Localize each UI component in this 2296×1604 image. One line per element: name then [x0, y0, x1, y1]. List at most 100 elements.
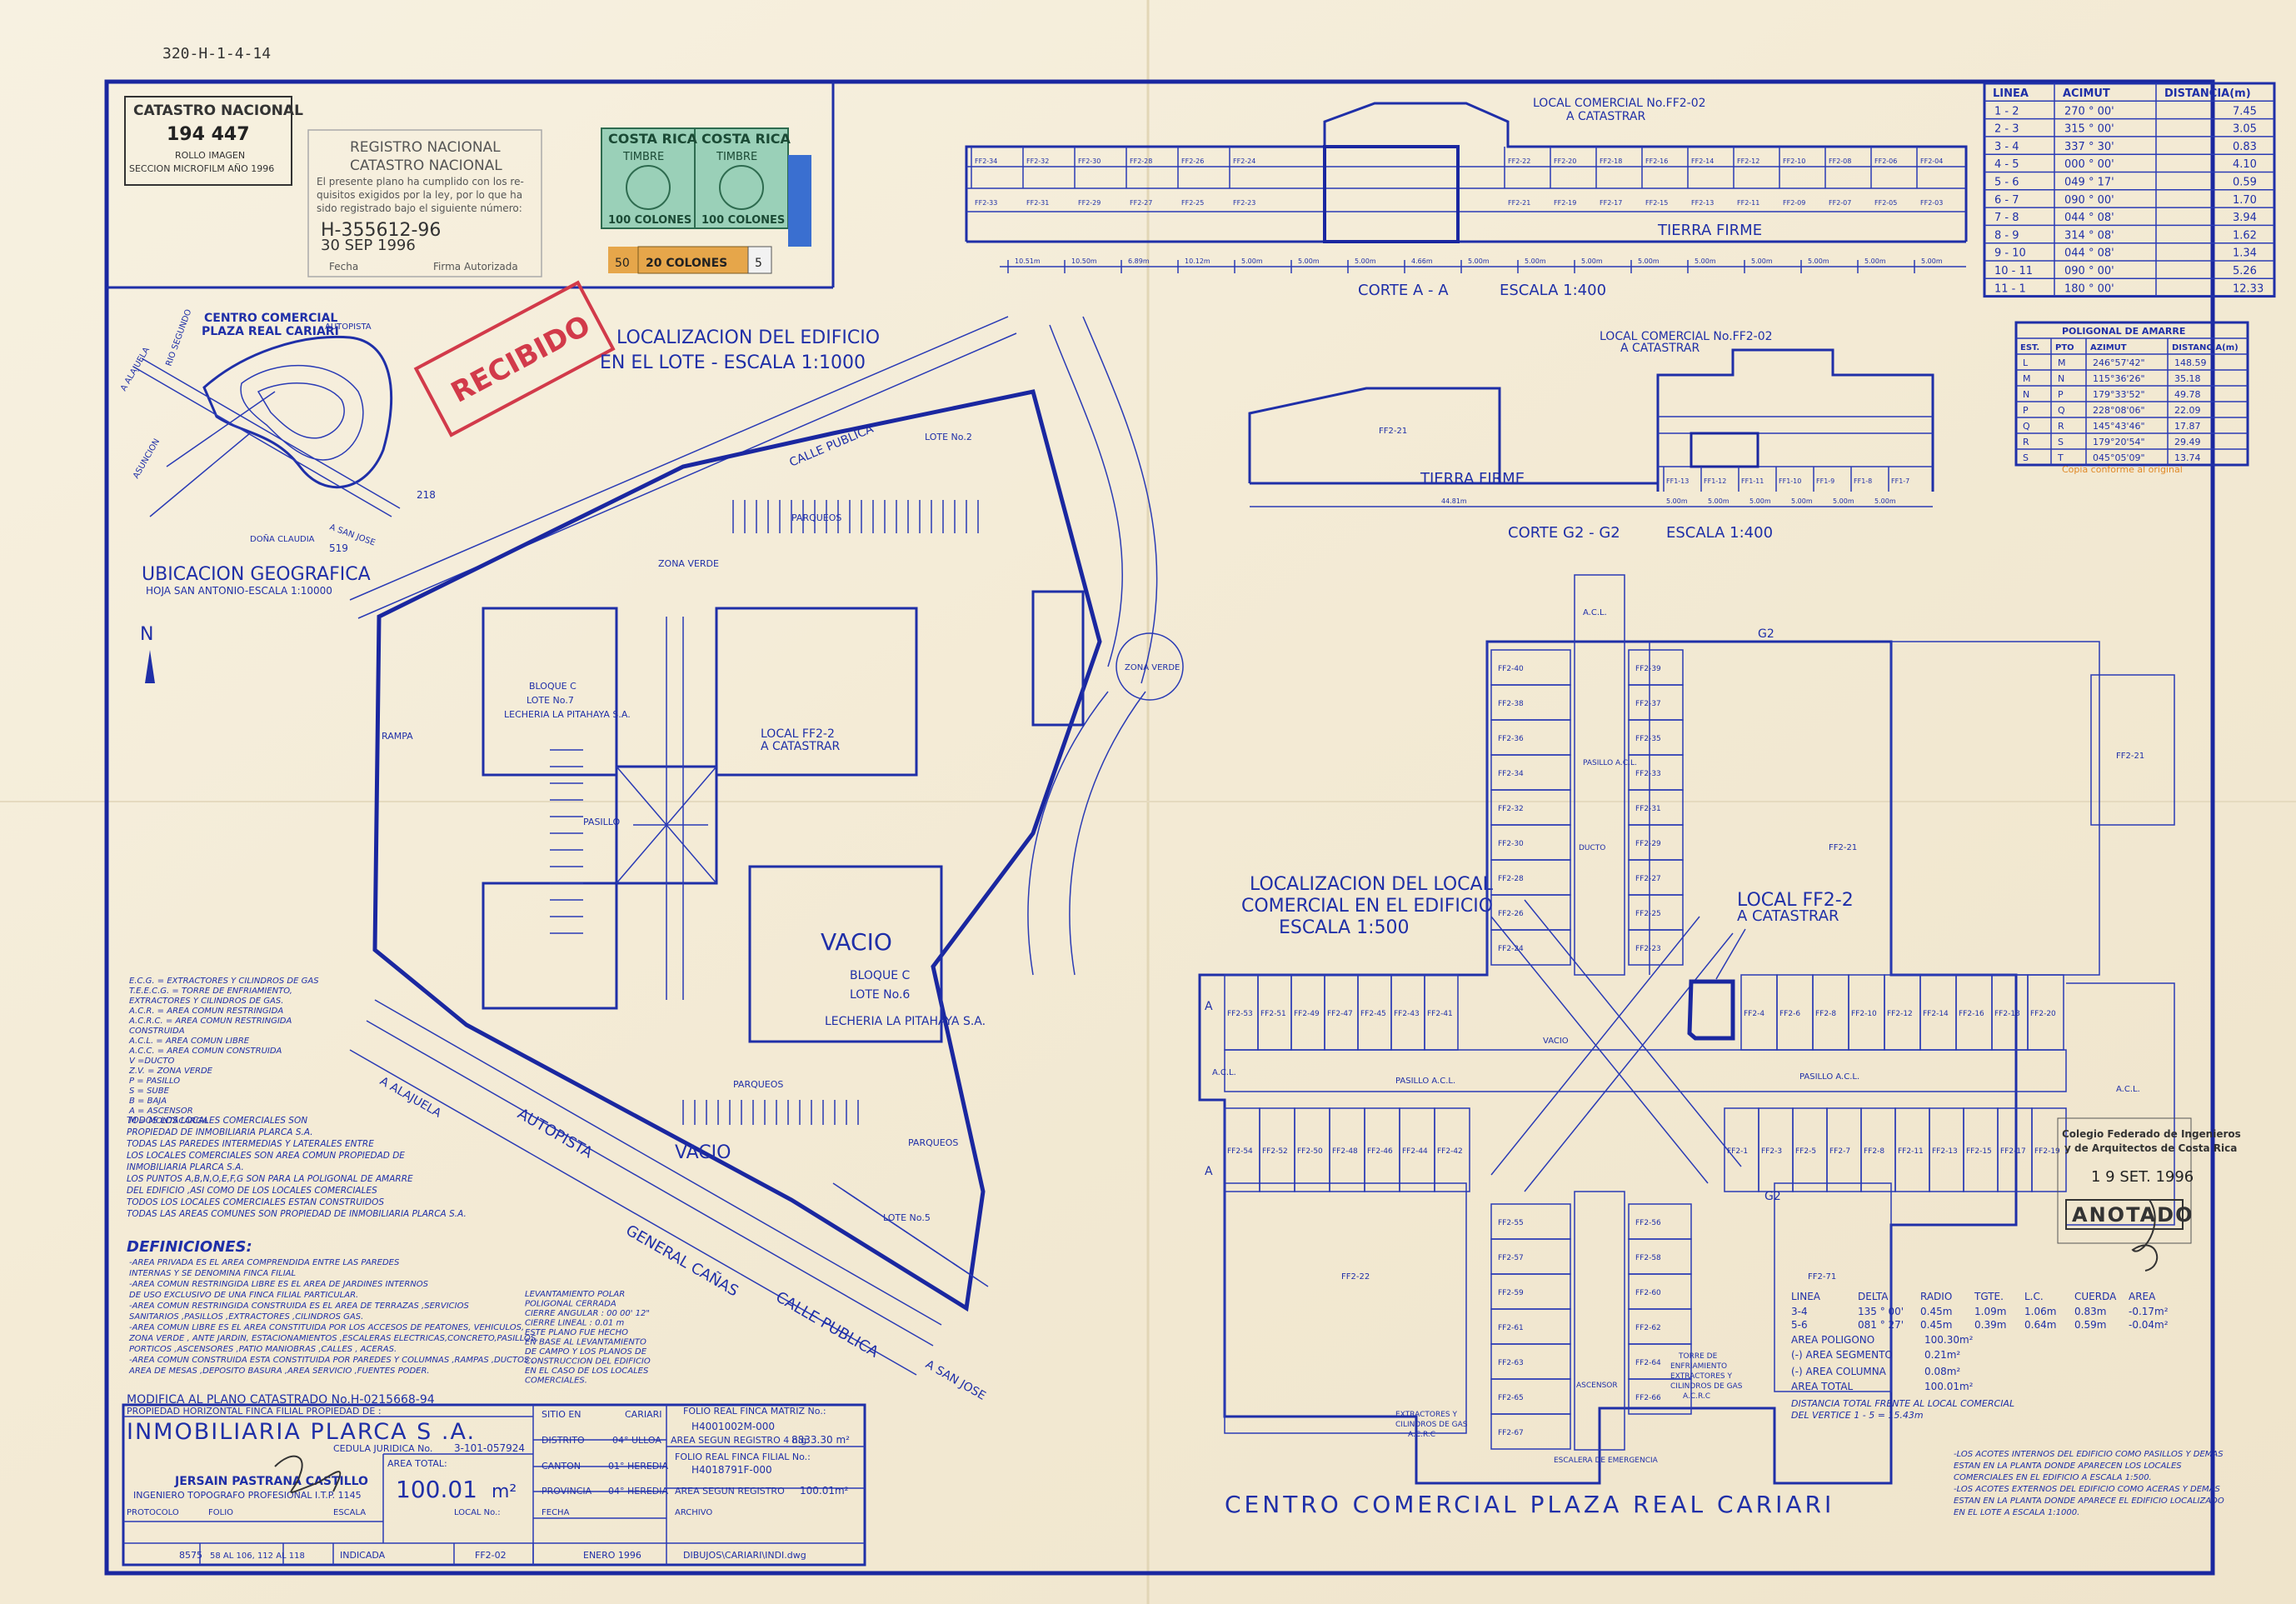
- survey-note-line: EN BASE AL LEVANTAMIENTO: [525, 1338, 646, 1347]
- table-header: L.C.: [2024, 1291, 2044, 1302]
- store-unit: FF2-27: [1635, 875, 1661, 883]
- svg-text:CORTE A - A: CORTE A - A: [1358, 282, 1449, 299]
- svg-text:EN EL LOTE - ESCALA 1:1000: EN EL LOTE - ESCALA 1:1000: [600, 352, 866, 373]
- svg-text:30 SEP 1996: 30 SEP 1996: [321, 237, 416, 254]
- table-cell: P: [2058, 389, 2064, 400]
- svg-text:ROLLO IMAGEN: ROLLO IMAGEN: [175, 150, 245, 161]
- table-header: DISTANCIA(m): [2164, 87, 2251, 100]
- section-unit-label: FF2-05: [1874, 199, 1897, 207]
- bottom-note-line: ESTAN EN LA PLANTA DONDE APARECEN LOS LO…: [1954, 1462, 2182, 1471]
- definition-line: -AREA COMUN CONSTRUIDA ESTA CONSTITUIDA …: [129, 1356, 535, 1365]
- svg-text:ESCALA 1:400: ESCALA 1:400: [1500, 282, 1606, 299]
- store-unit: FF2-7: [1829, 1147, 1850, 1156]
- definition-line: AREA DE MESAS ,DEPOSITO BASURA ,AREA SER…: [128, 1367, 430, 1376]
- table-cell: 044 ° 08': [2064, 212, 2114, 224]
- svg-text:100.01m²: 100.01m²: [800, 1485, 849, 1497]
- table-cell: 1.06m: [2024, 1306, 2056, 1317]
- table-cell: 179°33'52": [2093, 389, 2145, 400]
- section-unit-label: FF2-32: [1026, 157, 1049, 165]
- timbre-stamps: COSTA RICA COSTA RICA TIMBRE TIMBRE 100 …: [601, 127, 811, 274]
- section-unit-label: FF2-20: [1554, 157, 1576, 165]
- svg-text:COSTA RICA: COSTA RICA: [701, 131, 791, 147]
- statement-line: DEL EDIFICIO ,ASI COMO DE LOS LOCALES CO…: [127, 1186, 377, 1196]
- svg-text:AUTOPISTA: AUTOPISTA: [325, 322, 372, 332]
- section-unit-label: FF2-34: [975, 157, 997, 165]
- survey-note-line: CIERRE ANGULAR : 00 00' 12": [525, 1309, 650, 1318]
- legend-line: P = PASILLO: [129, 1077, 180, 1086]
- store-unit: FF2-50: [1297, 1147, 1323, 1156]
- area-value: 100.30m²: [1924, 1334, 1974, 1346]
- table-cell: R: [2023, 437, 2029, 447]
- bottom-note-line: -LOS ACOTES INTERNOS DEL EDIFICIO COMO P…: [1954, 1450, 2224, 1459]
- dimension-label: 5.00m: [1808, 257, 1829, 265]
- section-unit-label: FF2-26: [1181, 157, 1204, 165]
- store-unit: FF2-54: [1227, 1147, 1253, 1156]
- svg-text:H-355612-96: H-355612-96: [321, 220, 441, 241]
- svg-text:A.C.L.: A.C.L.: [2116, 1085, 2140, 1094]
- svg-text:5: 5: [755, 257, 762, 270]
- owner-name: INMOBILIARIA PLARCA S .A.: [127, 1419, 476, 1445]
- table-cell: 11 - 1: [1994, 282, 2026, 295]
- section-unit-label: FF2-23: [1233, 199, 1255, 207]
- definition-line: DE USO EXCLUSIVO DE UNA FINCA FILIAL PAR…: [129, 1291, 358, 1300]
- svg-text:LOCAL FF2-2: LOCAL FF2-2: [761, 727, 835, 741]
- svg-text:VACIO: VACIO: [821, 928, 892, 956]
- svg-text:FOLIO: FOLIO: [208, 1508, 233, 1517]
- svg-text:A.C.R.C: A.C.R.C: [1683, 1392, 1710, 1401]
- table-cell: 044 ° 08': [2064, 247, 2114, 260]
- table-cell: 12.33: [2233, 282, 2264, 295]
- dimension-label: 5.00m: [1791, 497, 1813, 505]
- svg-text:LOCAL COMERCIAL No.FF2-02: LOCAL COMERCIAL No.FF2-02: [1600, 330, 1773, 343]
- dimension-label: 10.51m: [1015, 257, 1041, 265]
- section-unit-label: FF1-9: [1816, 477, 1834, 485]
- svg-text:PASILLO: PASILLO: [583, 817, 621, 827]
- svg-text:RAMPA: RAMPA: [382, 731, 413, 742]
- svg-text:FOLIO REAL FINCA FILIAL No.:: FOLIO REAL FINCA FILIAL No.:: [675, 1452, 811, 1462]
- dimension-label: 5.00m: [1638, 257, 1660, 265]
- svg-text:ESCALA: ESCALA: [333, 1508, 366, 1517]
- survey-note-line: EN EL CASO DE LOS LOCALES: [525, 1367, 649, 1376]
- extractors-box: EXTRACTORES Y CILINDROS DE GAS A.C.R.C: [1395, 1411, 1468, 1439]
- svg-text:ZONA VERDE: ZONA VERDE: [1125, 663, 1180, 672]
- svg-text:LOCALIZACION DEL EDIFICIO: LOCALIZACION DEL EDIFICIO: [616, 327, 880, 348]
- section-unit-label: FF2-15: [1645, 199, 1668, 207]
- svg-text:PROVINCIA: PROVINCIA: [542, 1486, 592, 1497]
- table-header: DISTANCIA(m): [2172, 343, 2239, 352]
- section-unit-label: FF2-06: [1874, 157, 1897, 165]
- section-unit-label: FF2-13: [1691, 199, 1714, 207]
- title-block: PROPIEDAD HORIZONTAL FINCA FILIAL PROPIE…: [122, 1403, 866, 1567]
- dimension-label: 6.89m: [1128, 257, 1150, 265]
- store-unit: FF2-38: [1498, 700, 1524, 708]
- dimension-label: 5.00m: [1468, 257, 1490, 265]
- svg-text:CEDULA JURIDICA No.: CEDULA JURIDICA No.: [333, 1443, 432, 1454]
- area-label: AREA TOTAL: [1791, 1381, 1854, 1392]
- table-cell: -0.17m²: [2129, 1306, 2169, 1317]
- store-unit: FF2-42: [1437, 1147, 1463, 1156]
- table-cell: T: [2057, 452, 2064, 463]
- section-unit-label: FF2-21: [1508, 199, 1530, 207]
- table-cell: 8 - 9: [1994, 229, 2019, 242]
- svg-text:218: 218: [417, 489, 436, 501]
- store-unit: FF2-45: [1360, 1010, 1386, 1018]
- store-unit: FF2-61: [1498, 1324, 1524, 1332]
- svg-text:COMERCIAL EN EL EDIFICIO: COMERCIAL EN EL EDIFICIO: [1241, 896, 1493, 917]
- section-unit-label: FF2-16: [1645, 157, 1668, 165]
- svg-text:VACIO: VACIO: [1543, 1037, 1569, 1046]
- table-cell: 0.83: [2233, 141, 2257, 153]
- svg-text:A CATASTRAR: A CATASTRAR: [761, 740, 841, 753]
- table-cell: M: [2058, 357, 2066, 368]
- svg-text:LOCAL FF2-2: LOCAL FF2-2: [1737, 890, 1854, 911]
- svg-text:TIERRA FIRME: TIERRA FIRME: [1420, 470, 1525, 487]
- table-cell: 29.49: [2174, 437, 2201, 447]
- store-unit: FF2-33: [1635, 770, 1661, 778]
- dimension-label: 5.00m: [1749, 497, 1771, 505]
- svg-text:PLAZA REAL CARIARI: PLAZA REAL CARIARI: [202, 325, 339, 338]
- store-unit: FF2-48: [1332, 1147, 1358, 1156]
- store-unit: FF2-63: [1498, 1359, 1524, 1367]
- svg-text:COSTA RICA: COSTA RICA: [608, 131, 698, 147]
- svg-text:519: 519: [329, 542, 348, 554]
- store-unit: FF2-60: [1635, 1289, 1661, 1297]
- table-cell: 5.26: [2233, 265, 2257, 277]
- registro-stamp: REGISTRO NACIONAL CATASTRO NACIONAL El p…: [307, 129, 542, 277]
